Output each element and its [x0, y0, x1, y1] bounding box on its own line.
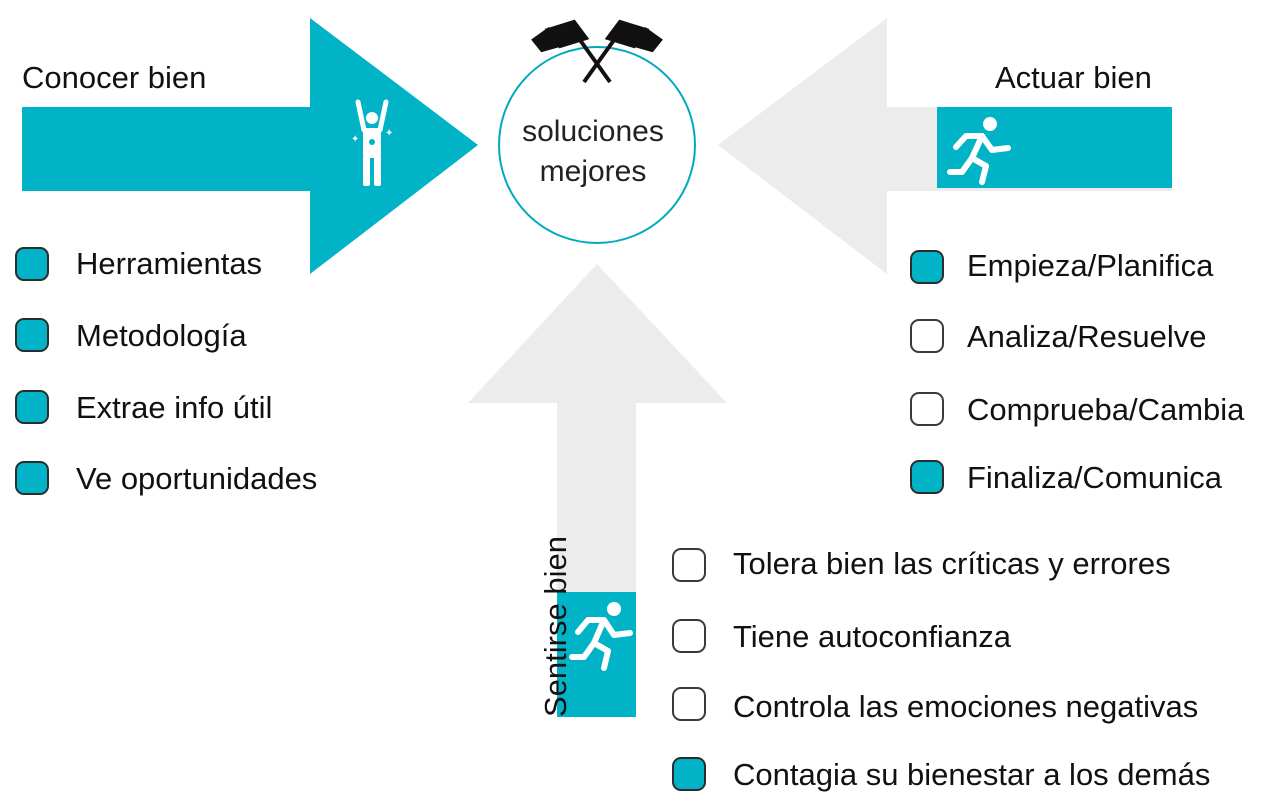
right-item-label-3: Comprueba/Cambia: [967, 392, 1245, 427]
right-item-label-4: Finaliza/Comunica: [967, 460, 1222, 495]
person-running-icon-bottom: [569, 602, 633, 671]
left-heading: Conocer bien: [22, 60, 207, 95]
bottom-item-label-4: Contagia su bienestar a los demás: [733, 757, 1211, 792]
left-item-checkbox-4[interactable]: [15, 461, 49, 495]
right-item-checkbox-2[interactable]: [910, 319, 944, 353]
svg-text:✦: ✦: [351, 134, 359, 145]
left-item-checkbox-3[interactable]: [15, 390, 49, 424]
bottom-item-checkbox-3[interactable]: [672, 687, 706, 721]
center-label: soluciones mejores: [498, 112, 688, 192]
svg-text:✦: ✦: [385, 128, 393, 139]
left-item-label-4: Ve oportunidades: [76, 461, 318, 496]
center-line-2: mejores: [539, 155, 647, 188]
right-item-checkbox-4[interactable]: [910, 460, 944, 494]
bottom-item-label-2: Tiene autoconfianza: [733, 619, 1012, 654]
left-item-checkbox-1[interactable]: [15, 247, 49, 281]
right-arrow-band: [937, 107, 1172, 188]
right-item-label-1: Empieza/Planifica: [967, 248, 1214, 283]
crossed-flags-icon: [531, 19, 663, 84]
bottom-item-checkbox-1[interactable]: [672, 548, 706, 582]
bottom-item-label-3: Controla las emociones negativas: [733, 689, 1199, 724]
bottom-item-checkbox-2[interactable]: [672, 619, 706, 653]
right-heading: Actuar bien: [995, 60, 1152, 95]
bottom-arrow-band: [557, 592, 636, 717]
right-item-checkbox-3[interactable]: [910, 392, 944, 426]
right-item-label-2: Analiza/Resuelve: [967, 319, 1207, 354]
left-item-label-2: Metodología: [76, 318, 247, 353]
person-running-icon-right: [947, 117, 1011, 185]
right-item-checkbox-1[interactable]: [910, 250, 944, 284]
left-item-label-3: Extrae info útil: [76, 390, 273, 425]
left-arrow: [22, 18, 478, 274]
bottom-heading: Sentirse bien: [538, 536, 573, 717]
bottom-arrow: [468, 264, 727, 717]
person-celebrating-icon: ✦ ✦: [351, 99, 393, 186]
center-line-1: soluciones: [522, 115, 664, 148]
bottom-item-checkbox-4[interactable]: [672, 757, 706, 791]
bottom-item-label-1: Tolera bien las críticas y errores: [733, 546, 1171, 581]
left-item-checkbox-2[interactable]: [15, 318, 49, 352]
left-item-label-1: Herramientas: [76, 246, 263, 281]
center-circle: [498, 46, 696, 244]
